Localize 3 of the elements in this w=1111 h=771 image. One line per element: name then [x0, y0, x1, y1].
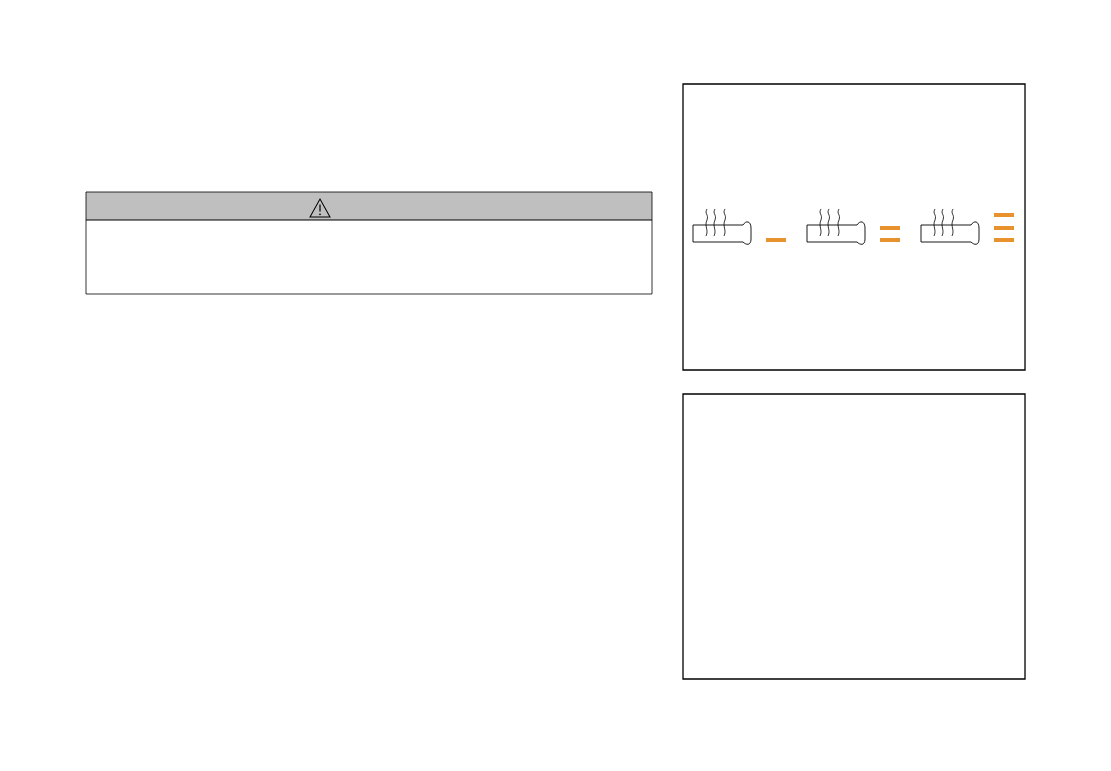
panel-frame — [682, 83, 1026, 371]
warning-box — [85, 191, 653, 295]
panel-frame — [682, 393, 1026, 680]
